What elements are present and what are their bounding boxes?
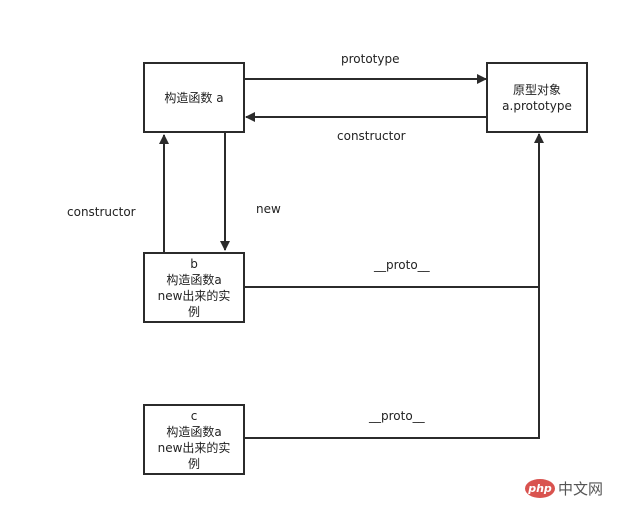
node-c-line-3: new出来的实 [157, 440, 231, 455]
proto-line-c [244, 133, 544, 439]
node-func-a-line: 构造函数 a [164, 90, 224, 105]
proto-b-label: __proto__ [374, 258, 430, 272]
constructor-left-label: constructor [67, 205, 136, 219]
node-func-a: 构造函数 a [143, 62, 245, 133]
node-c-line-4: 例 [187, 456, 200, 471]
watermark-text: 中文网 [558, 480, 604, 498]
new-label: new [256, 202, 281, 216]
node-prototype-line-2: a.prototype [502, 98, 572, 113]
watermark: php 中文网 [525, 478, 603, 499]
php-logo-icon: php [525, 479, 555, 498]
node-c-line-1: c [190, 408, 198, 423]
node-b-line-2: 构造函数a [166, 272, 222, 287]
node-b-line-3: new出来的实 [157, 288, 231, 303]
proto-c-label: __proto__ [369, 409, 425, 423]
constructor-top-label: constructor [337, 129, 406, 143]
node-prototype-object: 原型对象 a.prototype [486, 62, 588, 133]
node-b-line-1: b [190, 256, 198, 271]
node-b-line-4: 例 [187, 304, 200, 319]
prototype-label: prototype [341, 52, 400, 66]
node-c-line-2: 构造函数a [166, 424, 222, 439]
node-instance-b: b 构造函数a new出来的实 例 [143, 252, 245, 323]
node-prototype-line-1: 原型对象 [512, 82, 561, 97]
node-instance-c: c 构造函数a new出来的实 例 [143, 404, 245, 475]
